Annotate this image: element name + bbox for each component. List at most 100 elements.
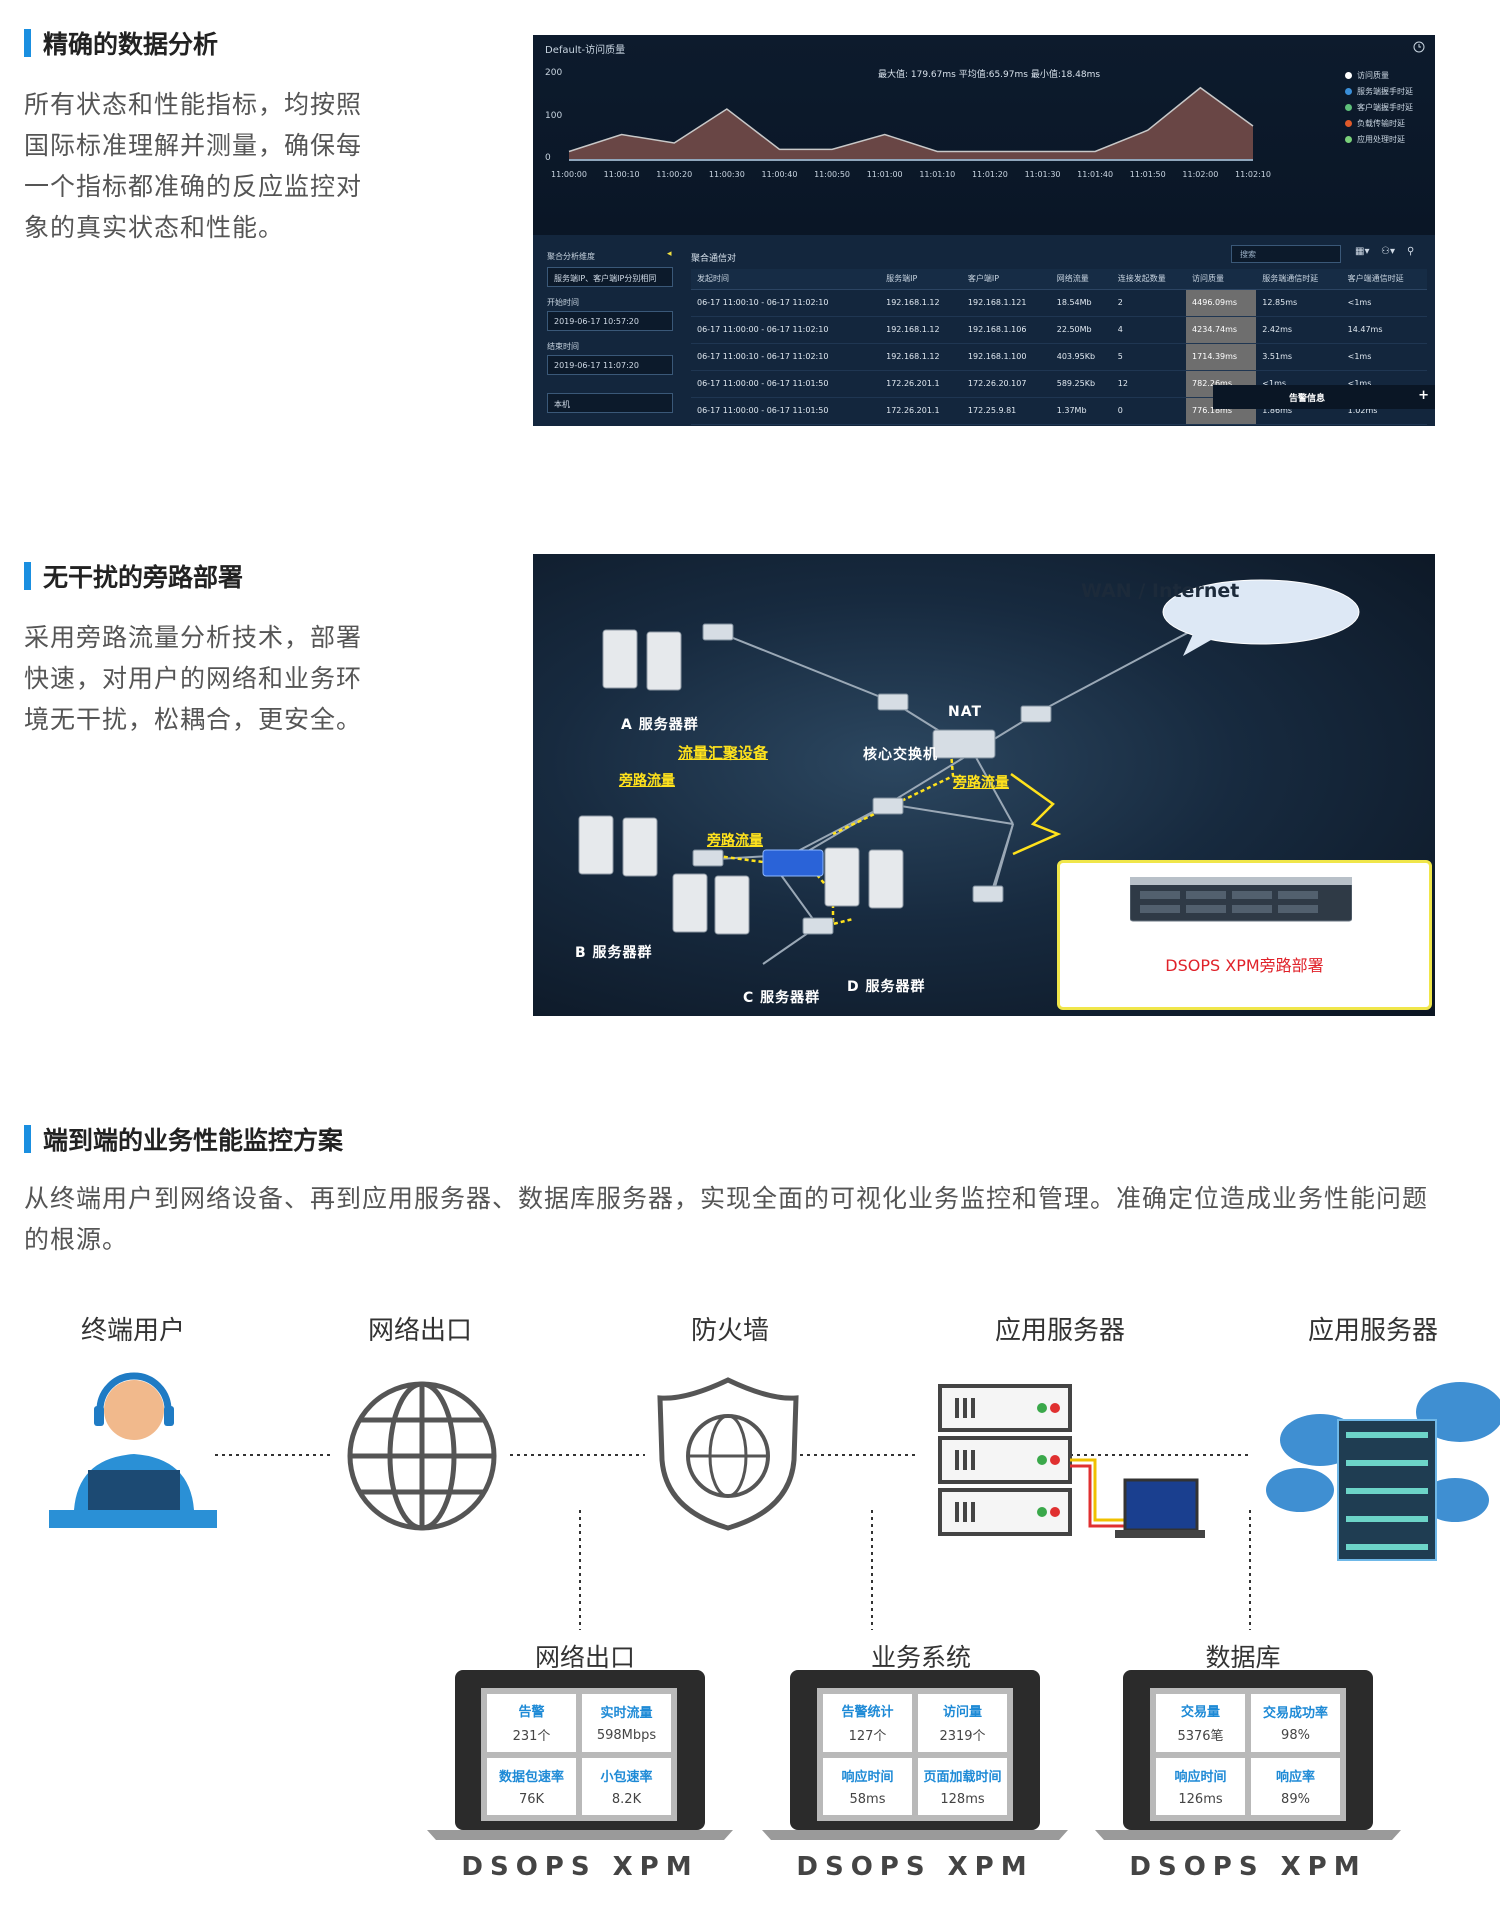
table-cell: 4 xyxy=(1111,316,1187,344)
section1-title: 精确的数据分析 xyxy=(43,30,219,59)
table-search-input[interactable]: 搜索 xyxy=(1231,245,1341,263)
table-cell: 06-17 11:00:10 - 06-17 11:02:10 xyxy=(691,289,881,317)
y-tick: 100 xyxy=(545,111,563,121)
table-cell: 192.168.1.106 xyxy=(961,316,1051,344)
xpm-caption: DSOPS XPM旁路部署 xyxy=(1165,956,1324,975)
user-menu-icon[interactable]: ⚇▾ xyxy=(1381,246,1395,257)
legend-label: 应用处理时延 xyxy=(1357,134,1405,144)
plus-icon[interactable]: + xyxy=(1418,388,1429,403)
column-header[interactable]: 访问质量 xyxy=(1186,269,1257,290)
table-cell: 06-17 11:00:10 - 06-17 11:02:10 xyxy=(691,343,881,371)
legend-dot xyxy=(1345,87,1352,95)
brand-label: DSOPS XPM xyxy=(1129,1852,1367,1882)
bypass-label: 旁路流量 xyxy=(619,773,675,789)
node-label-network-exit: 网络出口 xyxy=(367,1316,472,1346)
location-icon[interactable]: ⚲ xyxy=(1407,246,1415,257)
xpm-device-box: DSOPS XPM旁路部署 xyxy=(1057,860,1432,1010)
network-diagram: WAN / Internet NAT 核心交换机 流量汇聚设备 旁路流量 旁路流… xyxy=(533,554,1435,1016)
metric-label: 实时流量 xyxy=(600,1706,653,1722)
column-header[interactable]: 连接发起数量 xyxy=(1111,269,1187,290)
table-cell: 192.168.1.12 xyxy=(880,343,962,371)
scope-select[interactable]: 本机 xyxy=(547,393,673,413)
metric-label: 页面加载时间 xyxy=(923,1769,1002,1785)
legend-item[interactable]: 负载传输时延 xyxy=(1345,115,1413,131)
table-cell: 06-17 11:00:00 - 06-17 11:01:50 xyxy=(691,397,881,425)
alert-info-bar[interactable]: 告警信息 + xyxy=(1213,385,1435,409)
table-cell: 06-17 11:00:00 - 06-17 11:02:10 xyxy=(691,316,881,344)
legend-label: 服务端握手时延 xyxy=(1357,86,1413,96)
table-cell: 18.54Mb xyxy=(1050,289,1112,317)
nat-label: NAT xyxy=(948,704,983,720)
grid-view-icon[interactable]: ▦▾ xyxy=(1355,246,1370,257)
x-tick-label: 11:00:10 xyxy=(604,170,640,179)
legend-item[interactable]: 服务端握手时延 xyxy=(1345,83,1413,99)
table-cell: 192.168.1.12 xyxy=(880,289,962,317)
x-tick-label: 11:02:10 xyxy=(1235,170,1271,179)
start-time-input[interactable]: 2019-06-17 10:57:20 xyxy=(547,311,673,331)
table-cell: 4234.74ms xyxy=(1186,316,1257,344)
column-header[interactable]: 客户端IP xyxy=(961,269,1051,290)
column-header[interactable]: 网络流量 xyxy=(1050,269,1112,290)
metric-label: 响应率 xyxy=(1275,1769,1315,1785)
collapse-icon[interactable]: ◂ xyxy=(667,249,672,259)
aggregator-icon xyxy=(762,849,824,877)
column-header[interactable]: 客户端通信时延 xyxy=(1341,269,1427,290)
clock-icon[interactable] xyxy=(1413,41,1425,53)
x-tick-label: 11:01:50 xyxy=(1130,170,1166,179)
node-label-app-server: 应用服务器 xyxy=(994,1316,1125,1346)
legend-label: 客户端握手时延 xyxy=(1357,102,1413,112)
legend-item[interactable]: 应用处理时延 xyxy=(1345,131,1413,147)
metric-label: 交易量 xyxy=(1180,1705,1220,1721)
core-switch-label: 核心交换机 xyxy=(863,747,938,763)
table-cell: 22.50Mb xyxy=(1050,316,1112,344)
legend-dot xyxy=(1345,71,1352,79)
column-header[interactable]: 服务端IP xyxy=(880,269,962,290)
table-cell: <1ms xyxy=(1341,289,1427,317)
section2-heading: 无干扰的旁路部署 xyxy=(24,561,243,592)
section3-heading: 端到端的业务性能监控方案 xyxy=(24,1124,343,1155)
chart-title: Default-访问质量 xyxy=(545,45,626,56)
table-cell: 192.168.1.121 xyxy=(961,289,1051,317)
metric-value: 58ms xyxy=(849,1791,886,1807)
column-header[interactable]: 发起时间 xyxy=(691,269,881,290)
bypass-label: 旁路流量 xyxy=(953,775,1009,791)
metric-card[interactable]: 实时流量 598Mbps xyxy=(582,1694,671,1752)
metric-value: 598Mbps xyxy=(596,1728,657,1744)
table-cell: 3.51ms xyxy=(1256,343,1342,371)
legend-item[interactable]: 访问质量 xyxy=(1345,67,1413,83)
x-tick-label: 11:01:30 xyxy=(1025,170,1061,179)
x-tick-label: 11:01:20 xyxy=(972,170,1008,179)
rack-server-icon xyxy=(1130,877,1352,922)
metric-value: 98% xyxy=(1281,1728,1310,1744)
node-label-app-server-cloud: 应用服务器 xyxy=(1307,1316,1438,1346)
legend-dot xyxy=(1345,119,1352,127)
table-row[interactable]: 06-17 11:00:00 - 06-17 11:02:10 192.168.1… xyxy=(691,316,1427,344)
dimension-select[interactable]: 服务端IP、客户端IP分别相同 xyxy=(547,267,673,287)
alert-label: 告警信息 xyxy=(1289,394,1326,404)
x-tick-label: 11:01:40 xyxy=(1077,170,1113,179)
network-links xyxy=(578,579,1360,965)
y-tick: 200 xyxy=(545,68,563,78)
end-time-input[interactable]: 2019-06-17 11:07:20 xyxy=(547,355,673,375)
side-header: 聚合分析维度 xyxy=(547,252,595,261)
node-label-firewall: 防火墙 xyxy=(690,1316,769,1346)
column-header[interactable]: 服务端通信时延 xyxy=(1256,269,1342,290)
group-d-label: D 服务器群 xyxy=(847,979,926,995)
cloud-label: WAN / Internet xyxy=(1081,580,1240,602)
legend-item[interactable]: 客户端握手时延 xyxy=(1345,99,1413,115)
